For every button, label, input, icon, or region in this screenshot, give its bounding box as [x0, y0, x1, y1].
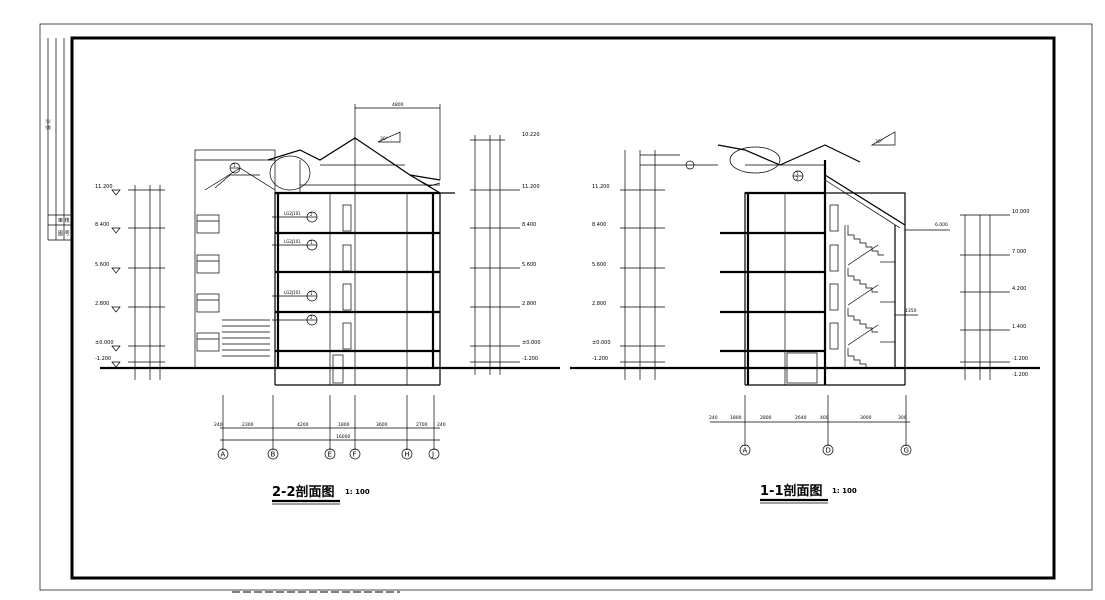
slope-label: 30° [875, 139, 883, 145]
level-label: -1.200 [95, 356, 111, 362]
level-label: ±0.000 [592, 340, 611, 346]
level-label: 8.400 [592, 222, 606, 228]
section-1-1: 11.200 8.400 5.600 2.800 ±0.000 -1.200 [570, 131, 1040, 504]
axis-label: B [271, 451, 276, 459]
outer-border [39, 23, 1093, 591]
dim-label: 4200 [297, 422, 309, 428]
dim-label: 240 [214, 422, 223, 428]
level-label: -1.200 [592, 356, 608, 362]
section-scale-left: 1: 100 [345, 488, 370, 496]
level-label: 5.600 [522, 262, 536, 268]
level-label: -1.200 [1012, 356, 1028, 362]
section-body-left [267, 137, 455, 386]
level-label: 5.600 [95, 262, 109, 268]
callout-number: 1 [796, 171, 799, 176]
slope-label: 30° [380, 136, 388, 142]
callout-number: 1 [233, 163, 236, 168]
slope-indicator [870, 131, 896, 146]
dim-label: 1800 [338, 422, 350, 428]
dim-label: 400 [820, 415, 829, 421]
inner-frame [70, 36, 1056, 580]
elevation-left [194, 149, 276, 369]
section-scale-right: 1: 100 [832, 487, 857, 495]
level-label: 2.800 [592, 301, 606, 307]
level-label: 2.800 [95, 301, 109, 307]
detail-note: LG2J101 [284, 239, 301, 244]
dim-label: 1800 [730, 415, 742, 421]
extra-dim: 1350 [905, 308, 917, 314]
dim-label: 2640 [795, 415, 807, 421]
callout-number: 1 [310, 240, 313, 245]
dim-label: 3000 [860, 415, 872, 421]
section-title-left: 2-2剖面图 [272, 484, 335, 500]
level-label: -1.200 [1012, 372, 1028, 378]
level-label: 10.000 [1012, 209, 1030, 215]
level-label: 8.400 [95, 222, 109, 228]
level-label: 10.220 [522, 132, 540, 138]
callout-number: 1 [310, 291, 313, 296]
detail-note: LG2J101 [284, 290, 301, 295]
level-label: 2.800 [522, 301, 536, 307]
callout-number: 2 [310, 315, 313, 320]
axis-label: G [904, 447, 909, 455]
slope-indicator [377, 131, 401, 143]
level-label: 5.600 [592, 262, 606, 268]
dim-label: 3600 [376, 422, 388, 428]
callout-number: 2 [796, 176, 799, 181]
level-label: 11.200 [592, 184, 610, 190]
level-label: ±0.000 [522, 340, 541, 346]
dim-total: 16000 [336, 434, 350, 440]
side-label-3: 图 号 [58, 231, 70, 237]
axis-label: D [826, 447, 831, 455]
level-label: 11.200 [95, 184, 113, 190]
side-label-1: 设 计 [45, 118, 52, 130]
dim-label: 2300 [242, 422, 254, 428]
level-label: 1.400 [1012, 324, 1026, 330]
axis-label: E [328, 451, 332, 459]
level-label: ±0.000 [95, 340, 114, 346]
dim-label: 300 [898, 415, 907, 421]
side-title-block: 设 计 审 核 图 号 [45, 38, 72, 241]
dim-label: 2800 [760, 415, 772, 421]
level-label: -1.200 [522, 356, 538, 362]
detail-callouts-left [229, 155, 318, 326]
side-label-2: 审 核 [58, 217, 70, 224]
dim-label: 240 [437, 422, 446, 428]
callout-number: 2 [310, 212, 313, 217]
dim-top: 4800 [392, 102, 404, 108]
level-label: 8.400 [522, 222, 536, 228]
detail-callouts-right [680, 146, 804, 182]
section-title-right: 1-1剖面图 [760, 483, 823, 499]
level-label: 7.000 [1012, 249, 1026, 255]
dim-label: 2700 [416, 422, 428, 428]
extra-dim: 6.000 [935, 222, 948, 228]
level-label: 11.200 [522, 184, 540, 190]
axis-label: A [221, 451, 226, 459]
detail-note: LG2J101 [284, 211, 301, 216]
axis-label: A [743, 447, 748, 455]
axis-label: F [353, 451, 357, 459]
dim-label: 240 [709, 415, 718, 421]
axis-label: J [431, 451, 434, 459]
level-label: 4.200 [1012, 286, 1026, 292]
axis-label: H [405, 451, 410, 459]
section-2-2: 11.200 8.400 5.600 2.800 ±0.000 -1.200 [95, 102, 560, 505]
section-body-right [717, 144, 906, 386]
